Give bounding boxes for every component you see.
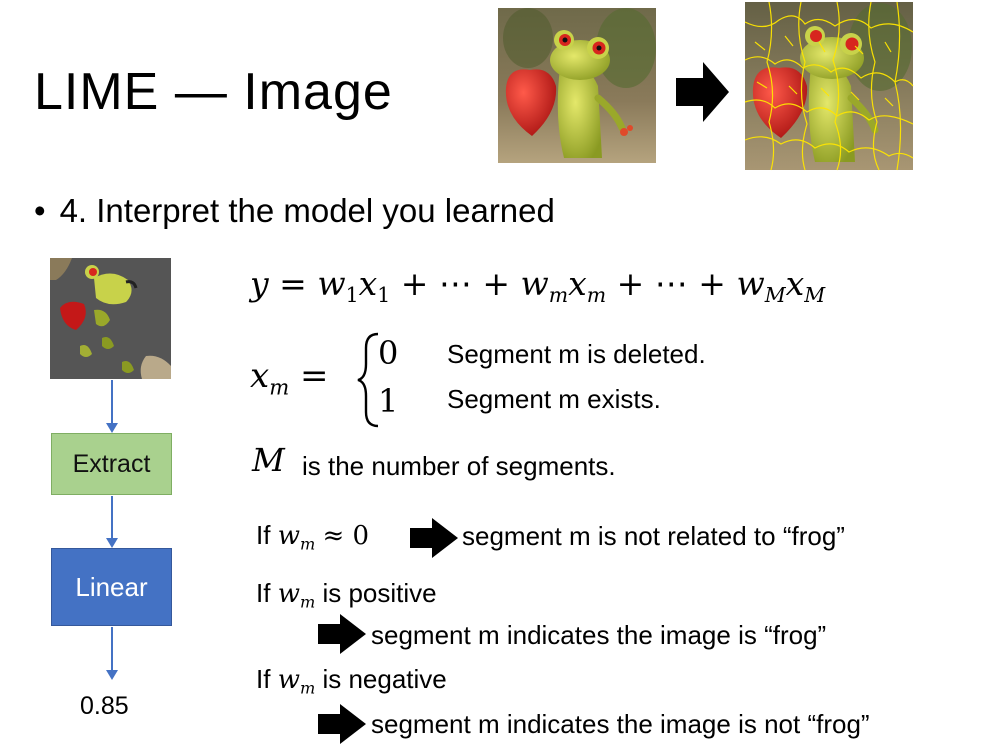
eq-plus-dots-1: + ⋯ + <box>400 264 510 303</box>
cases-brace <box>357 332 379 428</box>
linear-box: Linear <box>51 548 172 626</box>
case1-text: Segment m exists. <box>447 384 661 414</box>
arrow-down-icon <box>106 380 118 680</box>
rule-arrows <box>318 518 458 744</box>
xm-equals: = <box>300 356 329 396</box>
perturbed-frog-image <box>50 258 171 379</box>
rule-w: w <box>277 665 300 695</box>
eq-plus-dots-2: + ⋯ + <box>616 264 726 303</box>
frog-image <box>498 8 656 163</box>
segmented-frog-image <box>744 1 914 171</box>
rule-w: w <box>277 521 300 551</box>
eq-xm-sub: m <box>586 283 607 308</box>
rule-negative-result: segment m indicates the image is not “fr… <box>371 709 870 739</box>
eq-equals: = <box>279 264 307 303</box>
rule-positive: If wm is positive <box>256 578 437 612</box>
arrow-right-icon <box>676 62 729 122</box>
eq-y: y <box>250 264 269 303</box>
eq-wM-sub: M <box>764 283 786 308</box>
M-description: is the number of segments. <box>302 451 616 481</box>
rule-w-sub: m <box>299 534 316 554</box>
eq-wm: w <box>520 264 549 303</box>
eq-x1-sub: 1 <box>377 283 391 308</box>
case0-text: Segment m is deleted. <box>447 339 706 369</box>
linear-label: Linear <box>75 571 148 602</box>
rule-w: w <box>277 579 300 609</box>
rule-w-sub: m <box>299 678 316 698</box>
rule-w-sub: m <box>299 592 316 612</box>
rule-cond: is negative <box>322 664 447 694</box>
eq-wm-sub: m <box>548 283 569 308</box>
rule-positive-result: segment m indicates the image is “frog” <box>371 620 827 650</box>
rule-if: If <box>256 520 271 550</box>
rule-if: If <box>256 664 271 694</box>
extract-label: Extract <box>72 449 151 478</box>
eq-xM-sub: M <box>804 283 826 308</box>
xm-sub: m <box>269 374 290 400</box>
arrow-right-icon <box>318 704 366 744</box>
eq-xm: x <box>568 264 587 303</box>
slide-title: LIME — Image <box>34 63 393 121</box>
eq-w1: w <box>317 264 346 303</box>
eq-x1: x <box>358 264 378 303</box>
eq-w1-sub: 1 <box>345 283 359 308</box>
bullet-symbol: • <box>34 192 46 229</box>
eq-wM: w <box>736 264 765 303</box>
case0-value: 0 <box>378 334 399 372</box>
rule-cond: ≈ 0 <box>322 521 370 551</box>
bullet-item: • 4. Interpret the model you learned <box>34 192 555 230</box>
arrow-right-icon <box>318 614 366 654</box>
xm-lhs: xm = <box>250 356 329 399</box>
xm-symbol: x <box>250 356 270 396</box>
case1-value: 1 <box>378 382 399 420</box>
eq-xM: x <box>785 264 805 303</box>
rule-zero: If wm ≈ 0 <box>256 520 369 554</box>
bullet-text: 4. Interpret the model you learned <box>59 192 555 229</box>
rule-zero-result: segment m is not related to “frog” <box>462 521 845 551</box>
arrow-right-icon <box>410 518 458 558</box>
rule-if: If <box>256 578 271 608</box>
linear-model-equation: y = w1x1 + ⋯ + wmxm + ⋯ + wMxM <box>250 264 825 307</box>
output-value: 0.85 <box>80 692 129 720</box>
M-symbol: M <box>252 441 285 479</box>
rule-negative: If wm is negative <box>256 664 447 698</box>
extract-box: Extract <box>51 433 172 495</box>
rule-cond: is positive <box>322 578 437 608</box>
